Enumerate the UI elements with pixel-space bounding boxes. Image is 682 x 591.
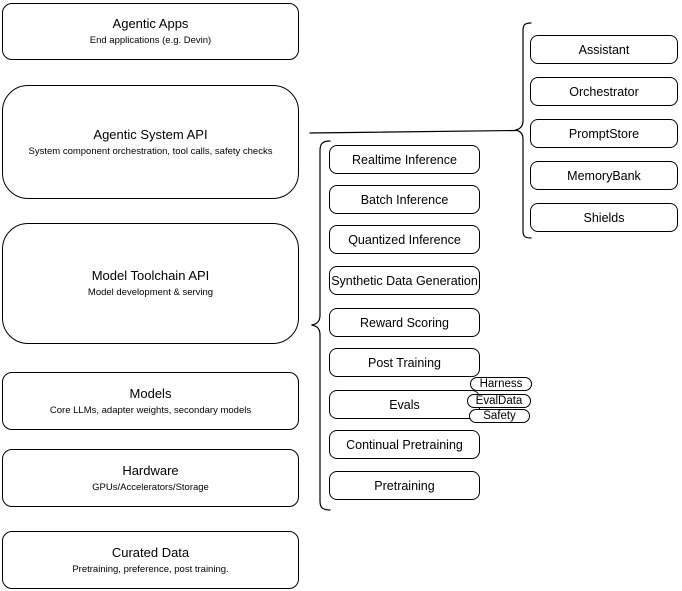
agentic-apps-subtitle: End applications (e.g. Devin) [89, 35, 212, 46]
component-assistant: Assistant [530, 35, 678, 64]
model-toolchain-api-subtitle: Model development & serving [87, 287, 214, 298]
hardware-title: Hardware [122, 462, 179, 478]
toolchain-group-brace [311, 140, 331, 511]
box-agentic-system-api: Agentic System API System component orch… [2, 85, 299, 199]
model-toolchain-api-title: Model Toolchain API [91, 268, 210, 283]
toolchain-item-realtime-inference: Realtime Inference [329, 145, 480, 174]
box-models: Models Core LLMs, adapter weights, secon… [2, 372, 299, 430]
toolchain-item-evals: Evals [329, 390, 480, 419]
toolchain-item-batch-inference: Batch Inference [329, 185, 480, 214]
curated-data-title: Curated Data [111, 544, 190, 560]
toolchain-item-post-training: Post Training [329, 348, 480, 377]
component-promptstore: PromptStore [530, 119, 678, 148]
agentic-system-api-subtitle: System component orchestration, tool cal… [28, 145, 273, 157]
box-model-toolchain-api: Model Toolchain API Model development & … [2, 223, 299, 344]
eval-tag-harness: Harness [470, 377, 532, 391]
box-agentic-apps: Agentic Apps End applications (e.g. Devi… [2, 3, 299, 60]
component-shields: Shields [530, 203, 678, 232]
eval-tag-safety: Safety [469, 409, 530, 423]
hardware-subtitle: GPUs/Accelerators/Storage [92, 481, 209, 493]
system-api-to-components-connector-line [309, 129, 517, 134]
models-subtitle: Core LLMs, adapter weights, secondary mo… [49, 404, 252, 416]
toolchain-item-quantized-inference: Quantized Inference [329, 225, 480, 254]
models-title: Models [129, 385, 172, 401]
components-group-brace [515, 22, 532, 239]
component-memorybank: MemoryBank [530, 161, 678, 190]
box-hardware: Hardware GPUs/Accelerators/Storage [2, 449, 299, 507]
curated-data-subtitle: Pretraining, preference, post training. [72, 563, 229, 575]
toolchain-item-reward-scoring: Reward Scoring [329, 308, 480, 337]
agentic-system-api-title: Agentic System API [93, 126, 208, 142]
toolchain-item-synthetic-data-generation: Synthetic Data Generation [329, 266, 480, 295]
component-orchestrator: Orchestrator [530, 77, 678, 106]
agentic-apps-title: Agentic Apps [112, 16, 189, 31]
box-curated-data: Curated Data Pretraining, preference, po… [2, 531, 299, 589]
toolchain-item-pretraining: Pretraining [329, 471, 480, 500]
toolchain-item-continual-pretraining: Continual Pretraining [329, 430, 480, 459]
eval-tag-evaldata: EvalData [467, 394, 531, 408]
